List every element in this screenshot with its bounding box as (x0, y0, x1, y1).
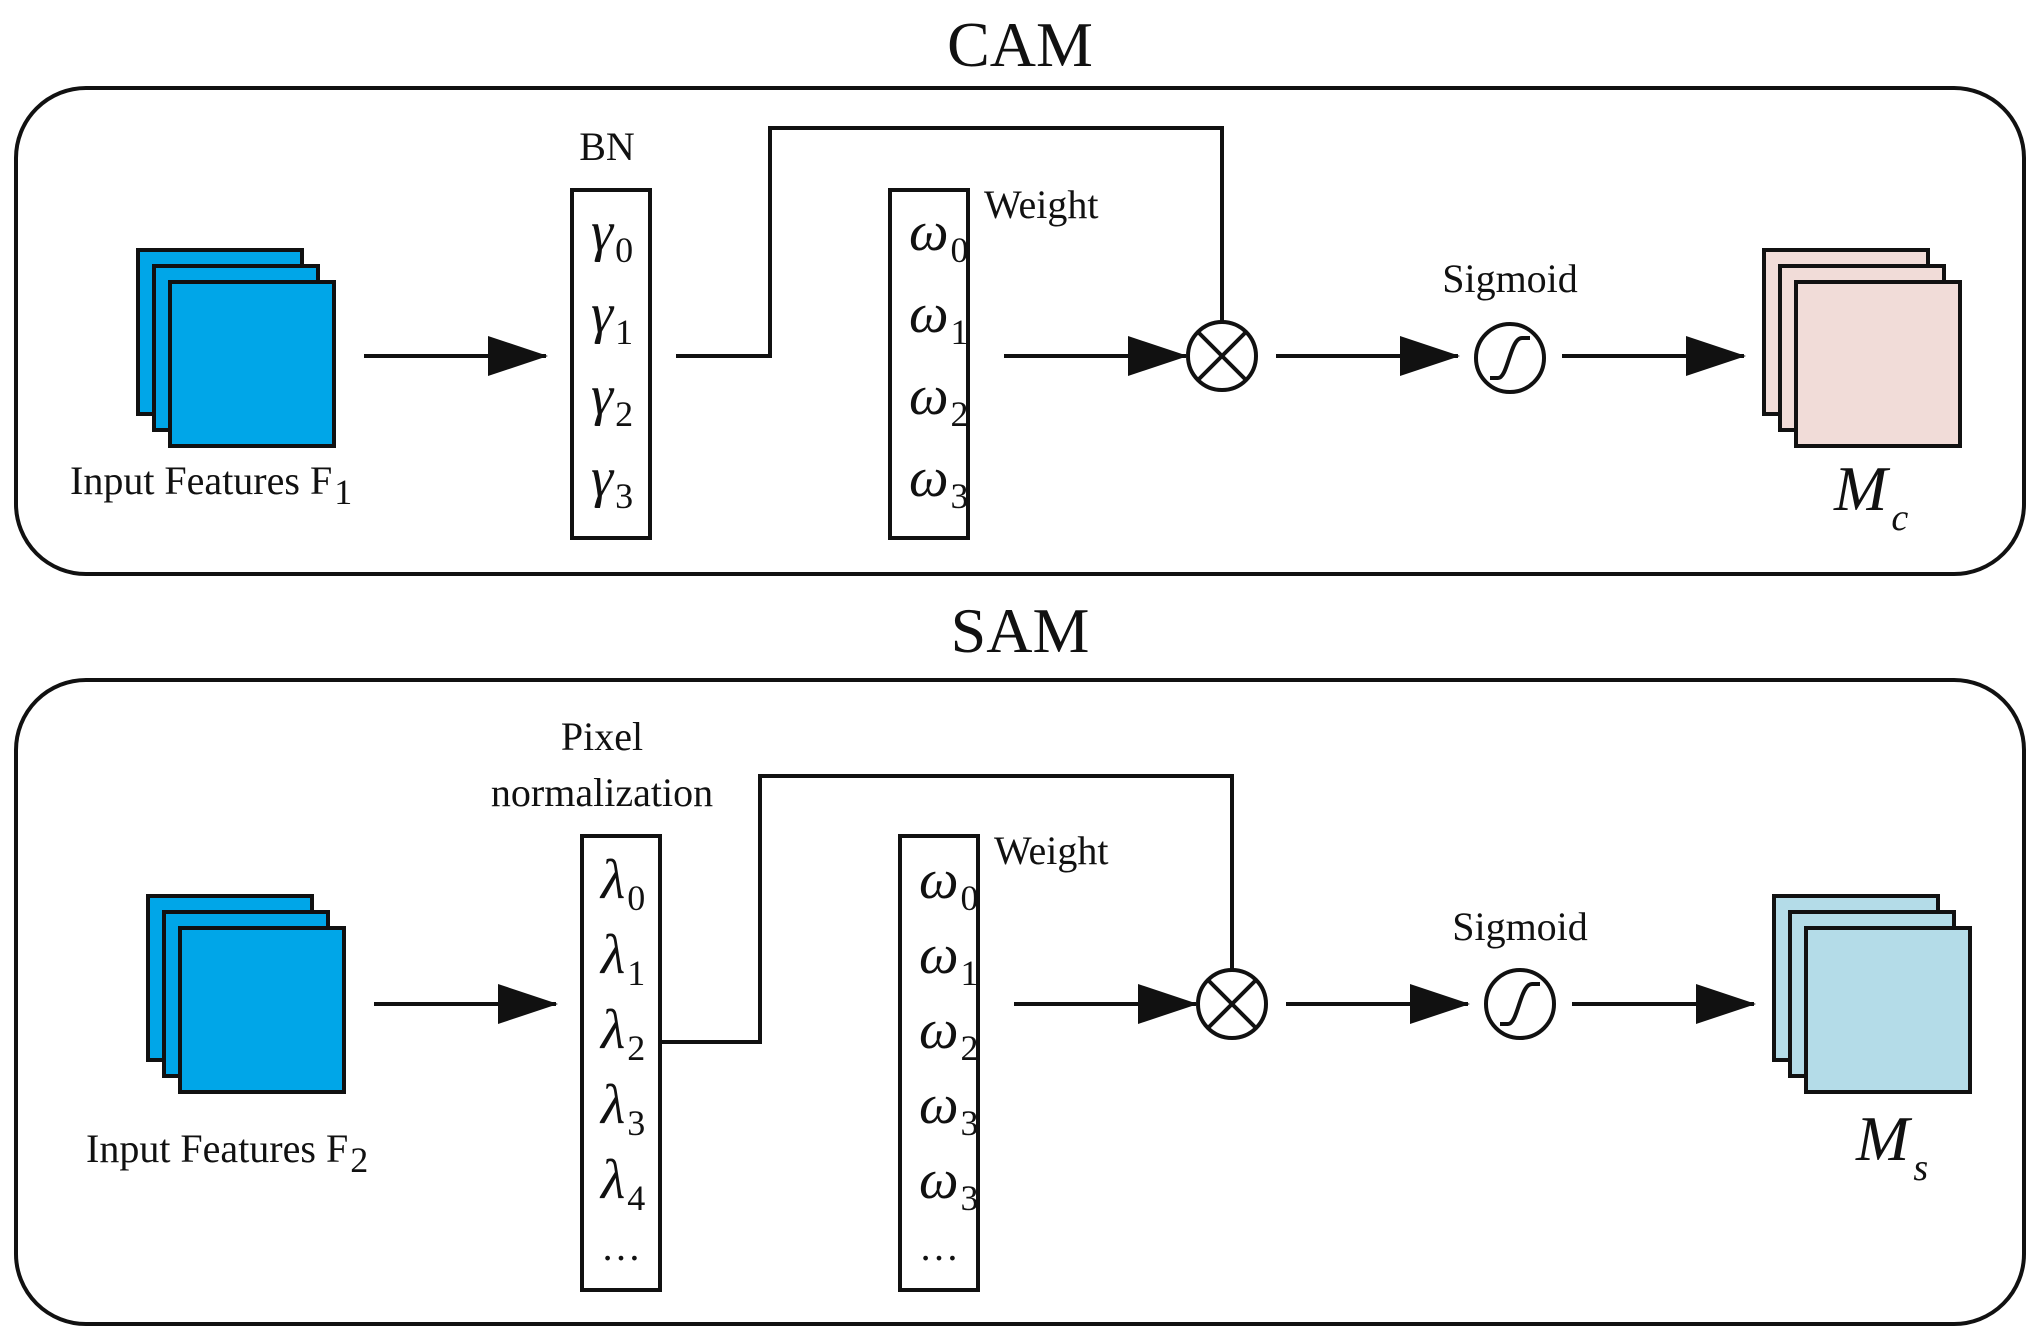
cam-output-map-front (1794, 280, 1962, 448)
sam-norm-item: λ1 (599, 924, 645, 993)
cam-weight-item: ω0 (909, 201, 969, 270)
multiply-circle-icon (1196, 968, 1268, 1040)
cam-input-feature-stack (136, 248, 336, 448)
sam-weight-subscript: 3 (961, 1178, 979, 1218)
sigmoid-curve-icon (1484, 968, 1556, 1040)
sam-output-feature-stack (1772, 894, 1972, 1094)
cam-weight-item: ω2 (909, 365, 969, 434)
cam-weight-symbol: ω (909, 201, 949, 263)
sam-norm-symbol: λ (599, 1149, 625, 1211)
sam-weight-symbol: ω (919, 1074, 959, 1136)
cam-weight-label: Weight (984, 182, 1099, 227)
cam-title: CAM (947, 9, 1093, 80)
sam-weight-item: ω1 (919, 924, 979, 993)
cam-bn-vector (570, 188, 652, 540)
cam-bn-subscript: 0 (615, 230, 633, 270)
sam-weight-ellipsis: … (919, 1224, 959, 1269)
sam-weight-subscript: 3 (961, 1103, 979, 1143)
sam-weight-item: ω3 (919, 1074, 979, 1143)
multiply-circle-icon (1186, 320, 1258, 392)
cam-bn-item: γ1 (591, 283, 633, 352)
cam-weight-item: ω1 (909, 283, 969, 352)
sam-weight-subscript: 0 (961, 878, 979, 918)
sam-sigmoid-label: Sigmoid (1452, 904, 1588, 949)
cam-input-label: Input Features F1 (70, 458, 352, 512)
cam-bn-symbol: γ (591, 447, 615, 509)
cam-bn-subscript: 1 (615, 312, 633, 352)
cam-weight-subscript: 1 (951, 312, 969, 352)
sam-weight-subscript: 2 (961, 1028, 979, 1068)
sam-norm-item: λ2 (599, 999, 645, 1068)
sam-norm-subscript: 2 (627, 1028, 645, 1068)
sam-weight-item: ω2 (919, 999, 979, 1068)
cam-bn-symbol: γ (591, 201, 615, 263)
sam-norm-subscript: 1 (627, 953, 645, 993)
sigmoid-curve-icon (1474, 322, 1546, 394)
cam-weight-symbol: ω (909, 365, 949, 427)
sam-weight-vector (898, 834, 980, 1292)
sam-weight-label: Weight (994, 828, 1109, 873)
sam-norm-item: λ3 (599, 1074, 645, 1143)
cam-bn-subscript: 2 (615, 394, 633, 434)
cam-output-feature-stack (1762, 248, 1962, 448)
sam-weight-symbol: ω (919, 849, 959, 911)
cam-bn-item: γ0 (591, 201, 633, 270)
cam-sigmoid-label: Sigmoid (1442, 256, 1578, 301)
sam-norm-item: λ0 (599, 849, 645, 918)
sam-panel (14, 678, 2026, 1326)
sam-norm-symbol: λ (599, 849, 625, 911)
cam-bn-item: γ3 (591, 447, 633, 516)
cam-skip-connection (676, 126, 1224, 358)
sam-norm-vector (580, 834, 662, 1292)
sam-title: SAM (951, 595, 1090, 666)
cam-weight-symbol: ω (909, 447, 949, 509)
sam-norm-item: λ4 (599, 1149, 645, 1218)
cam-panel (14, 86, 2026, 576)
sam-weight-item: ω0 (919, 849, 979, 918)
sam-input-feature-stack (146, 894, 346, 1094)
cam-weight-subscript: 3 (951, 476, 969, 516)
cam-bn-subscript: 3 (615, 476, 633, 516)
sam-weight-symbol: ω (919, 924, 959, 986)
cam-weight-subscript: 2 (951, 394, 969, 434)
sam-output-map-front (1804, 926, 1972, 1094)
sam-norm-symbol: λ (599, 1074, 625, 1136)
sam-input-label: Input Features F2 (86, 1126, 368, 1180)
cam-weight-subscript: 0 (951, 230, 969, 270)
sam-weight-symbol: ω (919, 1149, 959, 1211)
sam-norm-subscript: 0 (627, 878, 645, 918)
cam-bn-label: BN (579, 124, 635, 169)
sam-weight-item: ω3 (919, 1149, 979, 1218)
cam-input-map-front (168, 280, 336, 448)
sam-input-map-front (178, 926, 346, 1094)
sam-norm-label-line1: Pixel (561, 714, 643, 759)
sam-norm-subscript: 4 (627, 1178, 645, 1218)
sam-weight-symbol: ω (919, 999, 959, 1061)
cam-weight-item: ω3 (909, 447, 969, 516)
sam-norm-label-line2: normalization (491, 770, 713, 815)
cam-bn-symbol: γ (591, 365, 615, 427)
sam-norm-symbol: λ (599, 999, 625, 1061)
cam-weight-vector (888, 188, 970, 540)
sam-weight-subscript: 1 (961, 953, 979, 993)
cam-bn-symbol: γ (591, 283, 615, 345)
sam-norm-subscript: 3 (627, 1103, 645, 1143)
cam-bn-item: γ2 (591, 365, 633, 434)
sam-skip-connection (660, 774, 1234, 1044)
sam-norm-ellipsis: … (601, 1224, 641, 1269)
cam-weight-symbol: ω (909, 283, 949, 345)
sam-norm-symbol: λ (599, 924, 625, 986)
